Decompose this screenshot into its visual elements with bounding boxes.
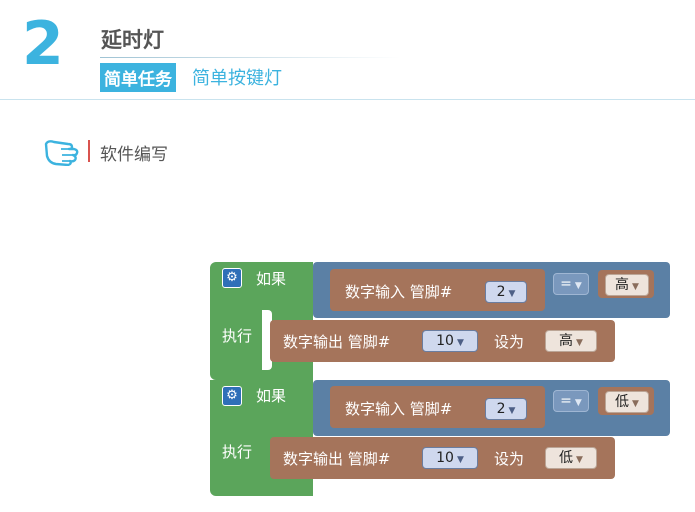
set-label-2: 设为 (494, 450, 525, 468)
compare-value-1: 高 (615, 277, 630, 293)
chevron-down-icon: ▼ (508, 406, 516, 416)
chevron-down-icon: ▼ (632, 282, 639, 292)
compare-value-2: 低 (615, 394, 630, 410)
do-label-2: 执行 (222, 443, 253, 461)
task-badge: 简单任务 (100, 63, 176, 92)
chevron-down-icon: ▼ (574, 281, 582, 291)
pointing-hand-icon (44, 140, 79, 166)
set-value-dropdown-2[interactable]: 低▼ (545, 447, 597, 469)
operator-dropdown-1[interactable]: =▼ (553, 273, 589, 295)
chapter-title: 延时灯 (101, 28, 164, 52)
read-pin-value-2: 2 (496, 401, 506, 417)
compare-value-dropdown-1[interactable]: 高▼ (605, 274, 649, 296)
chevron-down-icon: ▼ (576, 455, 583, 465)
digital-read-label-2: 数字输入 管脚# (345, 400, 453, 418)
read-pin-value-1: 2 (496, 284, 506, 300)
compare-value-dropdown-2[interactable]: 低▼ (605, 391, 649, 413)
write-pin-value-1: 10 (436, 333, 454, 349)
set-value-2: 低 (559, 450, 574, 466)
chevron-down-icon: ▼ (456, 338, 464, 348)
write-pin-dropdown-1[interactable]: 10▼ (422, 330, 478, 352)
read-pin-dropdown-2[interactable]: 2▼ (485, 398, 527, 420)
gear-icon[interactable]: ⚙ (222, 386, 242, 406)
chevron-down-icon: ▼ (456, 455, 464, 465)
header-divider (0, 99, 695, 100)
chevron-down-icon: ▼ (574, 398, 582, 408)
if-label-2: 如果 (256, 387, 287, 405)
digital-write-label-1: 数字输出 管脚# (283, 333, 391, 351)
digital-read-label-1: 数字输入 管脚# (345, 283, 453, 301)
gear-icon[interactable]: ⚙ (222, 268, 242, 288)
do-slot-1 (262, 310, 272, 370)
write-pin-value-2: 10 (436, 450, 454, 466)
section-accent-bar (88, 140, 90, 162)
do-label-1: 执行 (222, 327, 253, 345)
write-pin-dropdown-2[interactable]: 10▼ (422, 447, 478, 469)
chevron-down-icon: ▼ (576, 338, 583, 348)
chevron-down-icon: ▼ (508, 289, 516, 299)
read-pin-dropdown-1[interactable]: 2▼ (485, 281, 527, 303)
set-label-1: 设为 (494, 333, 525, 351)
task-name: 简单按键灯 (192, 68, 282, 89)
operator-value-2: = (560, 393, 572, 409)
if-label-1: 如果 (256, 270, 287, 288)
operator-dropdown-2[interactable]: =▼ (553, 390, 589, 412)
section-title: 软件编写 (100, 145, 168, 165)
chevron-down-icon: ▼ (632, 399, 639, 409)
digital-write-label-2: 数字输出 管脚# (283, 450, 391, 468)
chapter-number: 2 (22, 9, 64, 79)
set-value-1: 高 (559, 333, 574, 349)
operator-value-1: = (560, 276, 572, 292)
set-value-dropdown-1[interactable]: 高▼ (545, 330, 597, 352)
header-underline (100, 57, 400, 58)
